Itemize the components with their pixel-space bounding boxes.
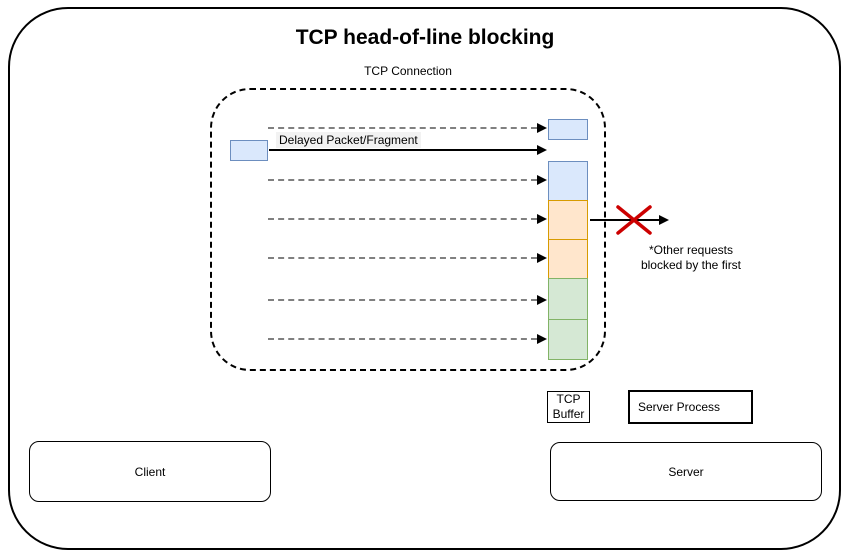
outer-frame [8,7,841,550]
buffer-segment-green [548,278,588,320]
tcp-buffer-label-box: TCP Buffer [547,391,590,423]
tcp-connection-label: TCP Connection [364,64,452,78]
delayed-packet-arrow-line [269,149,537,151]
blocked-output-arrow-head-icon [659,215,669,225]
server-process-box: Server Process [628,390,753,424]
buffer-segment-orange [548,200,588,240]
delayed-packet-label: Delayed Packet/Fragment [276,132,421,148]
blocked-x-icon [616,205,652,235]
server-label: Server [668,464,704,479]
blocked-requests-note: *Other requests blocked by the first [640,243,742,272]
page-title: TCP head-of-line blocking [295,26,555,49]
tcp-buffer-stack [548,161,588,360]
buffer-segment-orange [548,239,588,279]
server-node: Server [550,442,822,501]
client-label: Client [134,464,166,479]
buffer-first-segment [548,119,588,140]
delayed-packet-arrow-head-icon [537,145,547,155]
blocked-output-arrow-line [590,219,659,221]
buffer-segment-blue [548,161,588,201]
buffer-segment-green [548,319,588,360]
client-node: Client [29,441,271,502]
tcp-connection-boundary [210,88,606,371]
delayed-packet-box [230,140,268,161]
server-process-label: Server Process [638,400,721,414]
